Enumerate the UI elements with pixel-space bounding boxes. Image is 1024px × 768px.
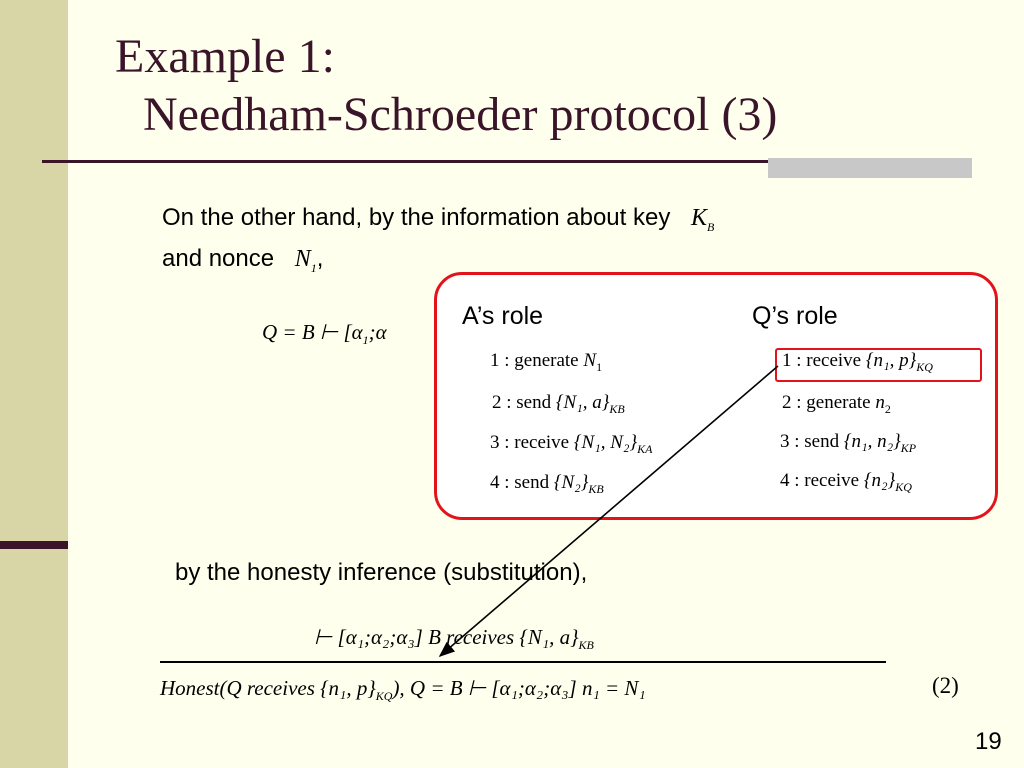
- rule-denominator: Honest(Q receives {n₁, p}KQ), Q = B ⊢ [α…: [160, 676, 646, 704]
- a-step-4: 4 : send {N₂}KB: [490, 472, 604, 496]
- title-underline-accent: [768, 158, 972, 178]
- title-line-2: Needham-Schroeder protocol (3): [143, 88, 778, 141]
- q-step-4: 4 : receive {n₂}KQ: [780, 470, 912, 494]
- rule-label: (2): [932, 673, 959, 698]
- q-step-1: 1 : receive {n₁, p}KQ: [782, 350, 933, 374]
- q-step-3: 3 : send {n₁, n₂}KP: [780, 431, 917, 455]
- page-number: 19: [975, 728, 1002, 755]
- roles-box: [434, 272, 998, 520]
- key-symbol: KB: [691, 205, 715, 234]
- a-step-1: 1 : generate N1: [490, 350, 603, 374]
- q-step-2: 2 : generate n2: [782, 392, 891, 416]
- left-sidebar-band: [0, 0, 68, 768]
- inference-text: by the honesty inference (substitution),: [175, 559, 588, 586]
- equation-top: Q = B ⊢ [α1;α: [262, 320, 387, 348]
- intro-line-2: and nonce N1,: [162, 245, 324, 275]
- intro-text-2: and nonce: [162, 245, 275, 272]
- intro-line-1: On the other hand, by the information ab…: [162, 203, 714, 242]
- sidebar-accent-bar: [0, 541, 68, 549]
- title-underline: [42, 160, 972, 163]
- highlight-q-step-1: [775, 348, 982, 382]
- intro-text-1: On the other hand, by the information ab…: [162, 204, 671, 231]
- a-step-3: 3 : receive {N₁, N₂}KA: [490, 432, 653, 456]
- slide-title: Example 1: Needham-Schroeder protocol (3…: [115, 28, 777, 144]
- title-line-1: Example 1:: [115, 30, 335, 83]
- q-role-heading: Q’s role: [752, 302, 838, 330]
- a-step-2: 2 : send {N₁, a}KB: [492, 392, 625, 416]
- inference-rule-line: [160, 661, 886, 663]
- a-role-heading: A’s role: [462, 302, 544, 330]
- nonce-symbol: N1: [294, 246, 317, 275]
